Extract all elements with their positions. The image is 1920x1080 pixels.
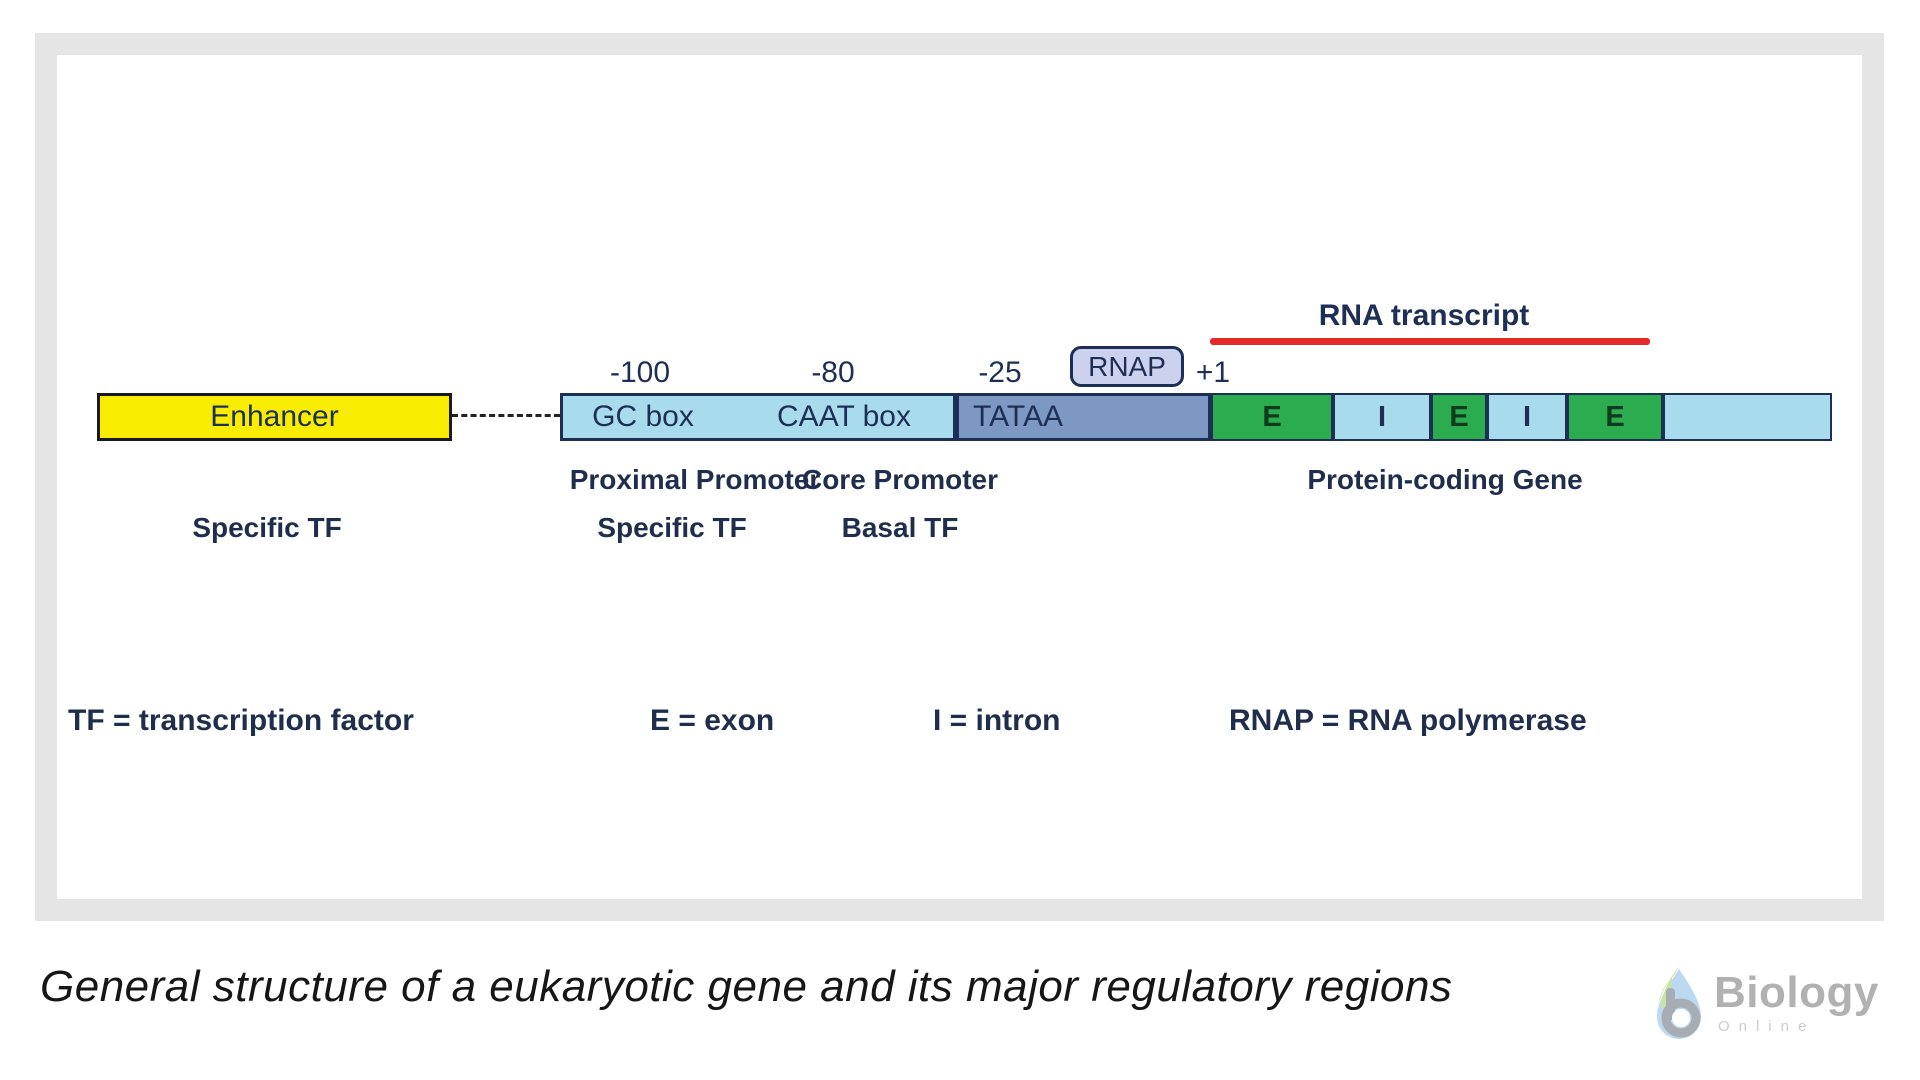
intron-letter: I [1522,400,1532,433]
tata-label: TATAA [973,400,1063,433]
enhancer-connector-dashed-line [452,414,560,417]
position-minus-100: -100 [609,356,671,389]
exon-letter: E [1449,400,1469,433]
intron-segment-2: I [1487,393,1567,441]
position-minus-25: -25 [978,356,1022,389]
drop-icon [1657,966,1701,1039]
protein-coding-gene-label: Protein-coding Gene [1307,464,1583,495]
legend-tf: TF = transcription factor [68,704,414,737]
gene-tail-segment [1663,393,1832,441]
legend-exon: E = exon [650,704,775,737]
specific-tf-label-enhancer: Specific TF [192,512,342,543]
intron-segment-1: I [1333,393,1431,441]
core-promoter-label: Core Promoter [801,464,999,495]
enhancer-box: Enhancer [97,393,452,441]
enhancer-label: Enhancer [210,400,339,433]
exon-segment-2: E [1431,393,1487,441]
logo-subtitle-text: Online [1718,1018,1816,1035]
proximal-promoter-box: GC box CAAT box [560,393,956,441]
rna-transcript-label: RNA transcript [1318,299,1530,332]
exon-letter: E [1605,400,1625,433]
caat-box-label: CAAT box [777,400,911,433]
position-minus-80: -80 [811,356,855,389]
basal-tf-label: Basal TF [841,512,959,543]
rnap-badge: RNAP [1070,346,1184,387]
proximal-promoter-label: Proximal Promoter [569,464,821,495]
exon-segment-1: E [1211,393,1333,441]
biology-online-logo: Biology Online [1652,960,1892,1050]
core-promoter-box: TATAA [956,393,1211,441]
intron-letter: I [1377,400,1387,433]
rna-transcript-line [1210,338,1650,345]
exon-segment-3: E [1567,393,1663,441]
exon-letter: E [1262,400,1282,433]
figure-frame [35,33,1884,921]
legend-rnap: RNAP = RNA polymerase [1229,704,1587,737]
logo-brand-text: Biology [1714,968,1879,1017]
position-plus-1: +1 [1195,356,1231,389]
legend-intron: I = intron [933,704,1061,737]
specific-tf-label-proximal: Specific TF [597,512,747,543]
gc-box-label: GC box [592,400,694,433]
rnap-label: RNAP [1088,350,1166,382]
figure-caption: General structure of a eukaryotic gene a… [40,962,1453,1011]
